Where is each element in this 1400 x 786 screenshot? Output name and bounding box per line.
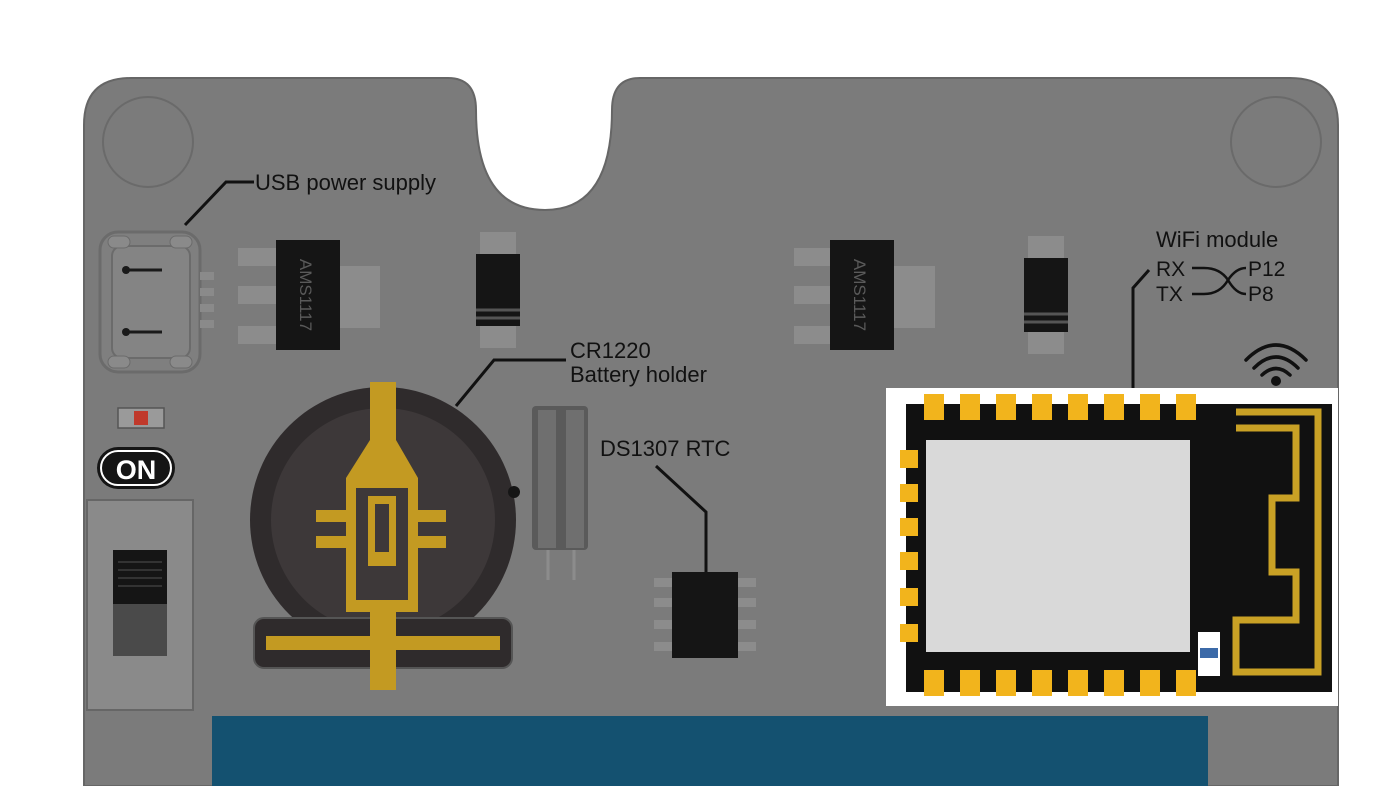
svg-text:AMS1117: AMS1117: [850, 259, 869, 331]
battery-label-line2: Battery holder: [570, 362, 707, 387]
tx-label: TX: [1156, 283, 1183, 306]
mounting-hole-right: [1230, 96, 1322, 188]
diode-right: [1024, 236, 1068, 354]
battery-label-line1: CR1220: [570, 338, 651, 363]
rx-tx-crossover: [1192, 266, 1247, 296]
wifi-module-label: WiFi module: [1156, 227, 1278, 252]
diode-left: [476, 232, 520, 348]
regulator-left: AMS1117: [238, 240, 380, 350]
rtc-leader-line: [654, 464, 708, 576]
svg-text:AMS1117: AMS1117: [296, 259, 315, 331]
on-badge: ON: [97, 447, 175, 489]
power-led: [117, 407, 165, 429]
rtc-chip: [654, 572, 756, 658]
crystal: [532, 406, 588, 580]
usb-power-supply-label: USB power supply: [255, 170, 436, 195]
regulator-right: AMS1117: [794, 240, 935, 350]
wifi-icon: [1244, 343, 1308, 386]
rx-label: RX: [1156, 258, 1185, 281]
mounting-hole-left: [102, 96, 194, 188]
wifi-module: [886, 388, 1338, 706]
p12-label: P12: [1248, 258, 1285, 281]
usb-leader-line: [183, 180, 254, 227]
power-switch: [86, 499, 194, 711]
rtc-label: DS1307 RTC: [600, 436, 731, 461]
p8-label: P8: [1248, 283, 1274, 306]
usb-connector: [98, 230, 214, 374]
battery-holder: [250, 382, 520, 690]
display-panel: [212, 716, 1208, 786]
wifi-leader-line: [1131, 269, 1151, 388]
svg-text:ON: ON: [116, 455, 157, 485]
battery-leader-line: [454, 358, 566, 407]
